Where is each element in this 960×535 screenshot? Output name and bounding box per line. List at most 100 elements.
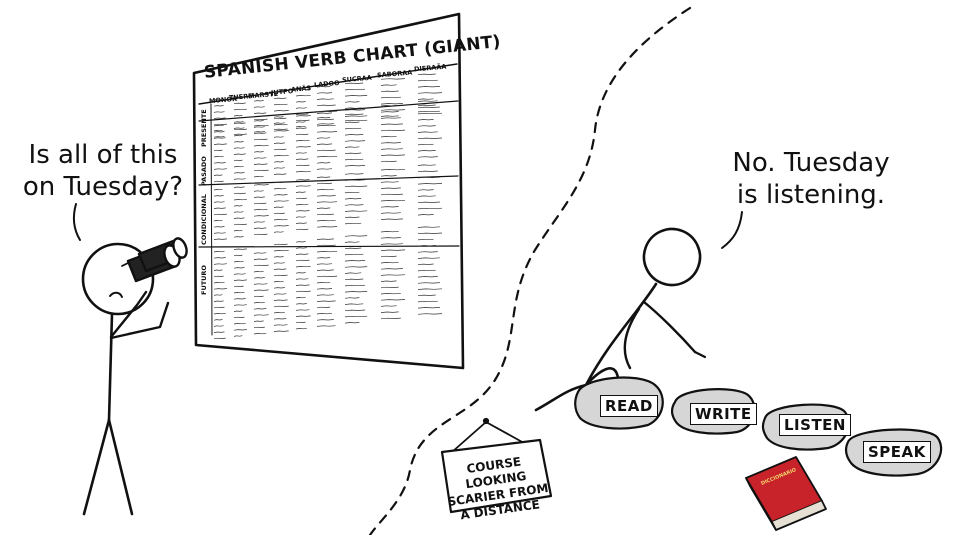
chart-verb-scribble xyxy=(295,152,307,154)
chart-verb-scribble xyxy=(417,143,434,146)
chart-verb-scribble xyxy=(233,128,247,131)
chart-verb-scribble xyxy=(295,121,306,123)
chart-verb-scribble xyxy=(380,292,401,295)
chart-verb-scribble xyxy=(253,208,268,211)
chart-verb-scribble xyxy=(344,309,366,312)
chart-verb-scribble xyxy=(316,250,338,253)
chart-verb-scribble xyxy=(380,78,406,80)
chart-verb-scribble xyxy=(316,176,331,178)
chart-verb-scribble xyxy=(316,275,338,278)
chart-verb-scribble xyxy=(273,194,288,196)
chart-verb-scribble xyxy=(417,73,436,76)
chart-verb-scribble xyxy=(253,196,265,198)
chart-verb-scribble xyxy=(417,98,434,100)
chart-verb-scribble xyxy=(253,124,269,127)
chart-verb-scribble xyxy=(233,159,243,162)
chart-verb-scribble xyxy=(380,280,397,282)
chart-verb-scribble xyxy=(233,329,247,331)
right-speech: No. Tuesday is listening. xyxy=(721,147,901,211)
chart-verb-scribble xyxy=(417,106,440,109)
chart-verb-scribble xyxy=(316,226,338,228)
chart-verb-scribble xyxy=(316,182,333,185)
chart-verb-scribble xyxy=(316,98,334,100)
chart-verb-scribble xyxy=(380,109,406,111)
chart-verb-scribble xyxy=(380,96,401,99)
chart-verb-scribble xyxy=(316,312,333,315)
chart-verb-scribble xyxy=(316,238,334,240)
chart-verb-scribble xyxy=(273,249,289,252)
chart-verb-scribble xyxy=(380,168,406,171)
chart-verb-scribble xyxy=(213,207,226,209)
chart-verb-scribble xyxy=(344,210,368,212)
chart-verb-scribble xyxy=(213,219,223,222)
chart-verb-scribble xyxy=(316,112,333,114)
left-speech-line-1: Is all of this xyxy=(28,140,178,170)
chart-verb-scribble xyxy=(417,104,436,107)
chart-verb-scribble xyxy=(273,148,287,151)
chart-verb-scribble xyxy=(295,278,309,280)
chart-verb-scribble xyxy=(295,216,306,218)
chart-verb-scribble xyxy=(213,281,225,284)
chart-verb-scribble xyxy=(213,123,227,126)
chart-verb-scribble xyxy=(344,216,360,219)
chart-verb-scribble xyxy=(253,175,264,178)
chart-verb-scribble xyxy=(344,101,360,103)
chart-verb-scribble xyxy=(253,169,269,172)
chart-verb-scribble xyxy=(316,195,336,197)
chart-verb-scribble xyxy=(344,284,366,287)
chart-verb-scribble xyxy=(417,156,438,158)
chart-verb-scribble xyxy=(213,319,223,321)
chart-verb-scribble xyxy=(316,86,331,88)
chart-verb-scribble xyxy=(213,325,224,327)
chart-verb-scribble xyxy=(316,213,334,216)
chart-verb-scribble xyxy=(417,125,436,127)
chart-verb-scribble xyxy=(273,116,284,118)
verb-chart-sheet xyxy=(192,12,465,370)
chart-verb-scribble xyxy=(295,127,307,129)
chart-verb-scribble xyxy=(213,117,226,119)
chart-verb-scribble xyxy=(273,91,285,93)
chart-verb-scribble xyxy=(295,327,307,330)
chart-verb-scribble xyxy=(295,139,310,142)
chart-verb-scribble xyxy=(273,243,288,246)
chart-verb-scribble xyxy=(417,112,443,115)
chart-verb-scribble xyxy=(295,107,307,109)
chart-verb-scribble xyxy=(344,119,368,122)
chart-verb-scribble xyxy=(253,131,265,133)
chart-verb-scribble xyxy=(253,314,269,316)
chart-verb-scribble xyxy=(253,326,265,329)
chart-verb-scribble xyxy=(253,106,265,108)
chart-verb-scribble xyxy=(380,142,401,144)
chart-verb-scribble xyxy=(233,298,246,300)
chart-verb-scribble xyxy=(344,291,368,293)
chart-verb-scribble xyxy=(344,158,364,161)
chart-verb-scribble xyxy=(344,315,368,318)
chart-verb-scribble xyxy=(273,97,287,100)
chart-verb-scribble xyxy=(316,300,336,302)
chart-verb-scribble xyxy=(273,181,285,184)
chart-verb-scribble xyxy=(380,111,399,113)
chart-verb-scribble xyxy=(213,250,225,253)
chart-verb-scribble xyxy=(295,179,310,181)
chart-verb-scribble xyxy=(380,286,399,289)
chart-verb-scribble xyxy=(344,272,362,274)
chart-verb-scribble xyxy=(344,204,364,206)
chart-verb-scribble xyxy=(233,186,245,188)
chart-verb-scribble xyxy=(253,126,265,128)
chart-verb-scribble xyxy=(417,226,440,228)
chart-verb-scribble xyxy=(380,84,397,86)
chart-verb-scribble xyxy=(233,102,246,105)
chart-verb-scribble xyxy=(380,206,399,208)
chart-verb-scribble xyxy=(273,256,284,258)
chart-verb-scribble xyxy=(213,129,223,132)
chart-verb-scribble xyxy=(417,131,438,133)
chart-verb-scribble xyxy=(233,316,245,319)
chart-verb-scribble xyxy=(273,280,284,283)
chart-verb-scribble xyxy=(233,205,243,207)
chart-verb-scribble xyxy=(316,188,334,191)
chart-verb-scribble xyxy=(417,79,438,82)
chart-verb-scribble xyxy=(273,130,289,132)
chart-verb-scribble xyxy=(380,115,399,117)
chart-verb-scribble xyxy=(344,241,360,243)
